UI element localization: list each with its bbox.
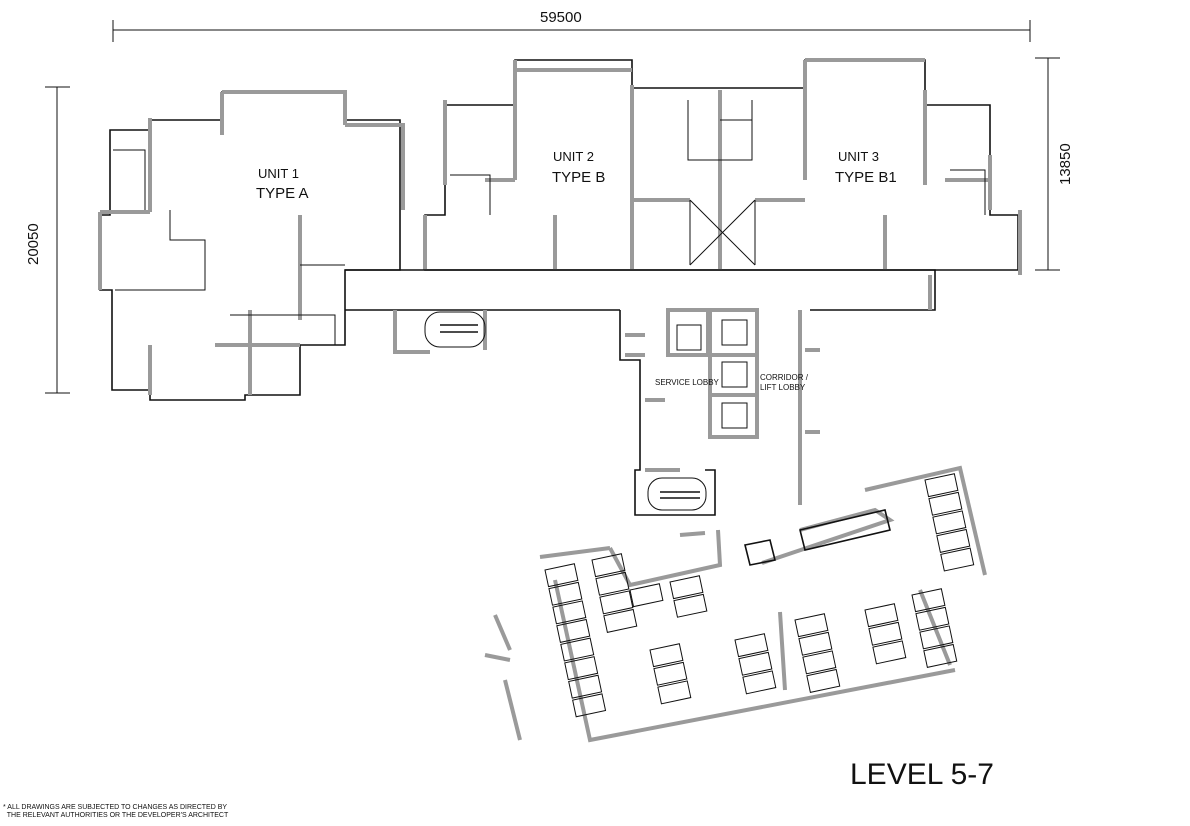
parking-stall [738, 651, 773, 676]
parking-stall [798, 631, 833, 656]
parking-stall [572, 693, 607, 718]
dimension-width: 59500 [112, 9, 1031, 42]
parking-stall [806, 668, 841, 693]
unit-1-walls [98, 90, 405, 401]
dim-left-label: 20050 [25, 223, 42, 265]
parking-stall [928, 491, 963, 516]
car-park [484, 465, 987, 743]
parking-stall [940, 547, 975, 572]
parking-stall [603, 608, 638, 633]
parking-stall [560, 637, 595, 662]
core-walls: SERVICE LOBBY CORRIDOR / LIFT LOBBY [619, 308, 820, 516]
service-lobby-label: SERVICE LOBBY [655, 378, 720, 387]
unit-2-3-walls [423, 58, 1022, 275]
corridor-walls [345, 269, 936, 505]
disclaimer-line-1: * ALL DRAWINGS ARE SUBJECTED TO CHANGES … [3, 804, 228, 811]
parking-stall [868, 621, 903, 646]
parking-stall [649, 643, 684, 668]
parking-stall [936, 528, 971, 553]
parking-stall [548, 581, 583, 606]
unit-2-name: UNIT 2 [553, 149, 594, 164]
parking-stall [915, 606, 950, 631]
parking-stall [595, 571, 630, 596]
unit-3-name: UNIT 3 [838, 149, 879, 164]
parking-stall [556, 618, 591, 643]
parking-stall [919, 625, 954, 650]
unit-1-name: UNIT 1 [258, 166, 299, 181]
parking-stall [864, 603, 899, 628]
disclaimer-line-2: THE RELEVANT AUTHORITIES OR THE DEVELOPE… [3, 812, 229, 819]
parking-stall [669, 575, 704, 600]
parking-stall [552, 600, 587, 625]
parking-stall [544, 563, 579, 588]
parking-stall [673, 593, 708, 618]
parking-stall [629, 583, 664, 608]
dimension-left-height: 20050 [25, 86, 70, 394]
parking-stall [734, 633, 769, 658]
parking-stall [653, 661, 688, 686]
corridor-label-2: LIFT LOBBY [760, 383, 806, 392]
parking-stall [568, 674, 603, 699]
parking-stall [923, 643, 958, 668]
dim-width-label: 59500 [540, 9, 582, 26]
disclaimer: * ALL DRAWINGS ARE SUBJECTED TO CHANGES … [3, 804, 228, 820]
unit-3-type: TYPE B1 [835, 169, 897, 186]
parking-stall [924, 473, 959, 498]
level-label: LEVEL 5-7 [850, 758, 994, 791]
parking-stall [742, 670, 777, 695]
parking-stall [591, 553, 626, 578]
parking-stall [599, 590, 634, 615]
parking-stall [911, 588, 946, 613]
parking-stall [794, 613, 829, 638]
parking-stall [657, 680, 692, 705]
dim-right-label: 13850 [1057, 143, 1074, 185]
parking-stall [932, 510, 967, 535]
unit-2-type: TYPE B [552, 169, 605, 186]
parking-stall [802, 650, 837, 675]
unit-1-type: TYPE A [256, 185, 309, 202]
parking-stall [564, 656, 599, 681]
parking-stall [872, 640, 907, 665]
corridor-label-1: CORRIDOR / [760, 373, 809, 382]
dimension-right-height: 13850 [1035, 57, 1074, 271]
